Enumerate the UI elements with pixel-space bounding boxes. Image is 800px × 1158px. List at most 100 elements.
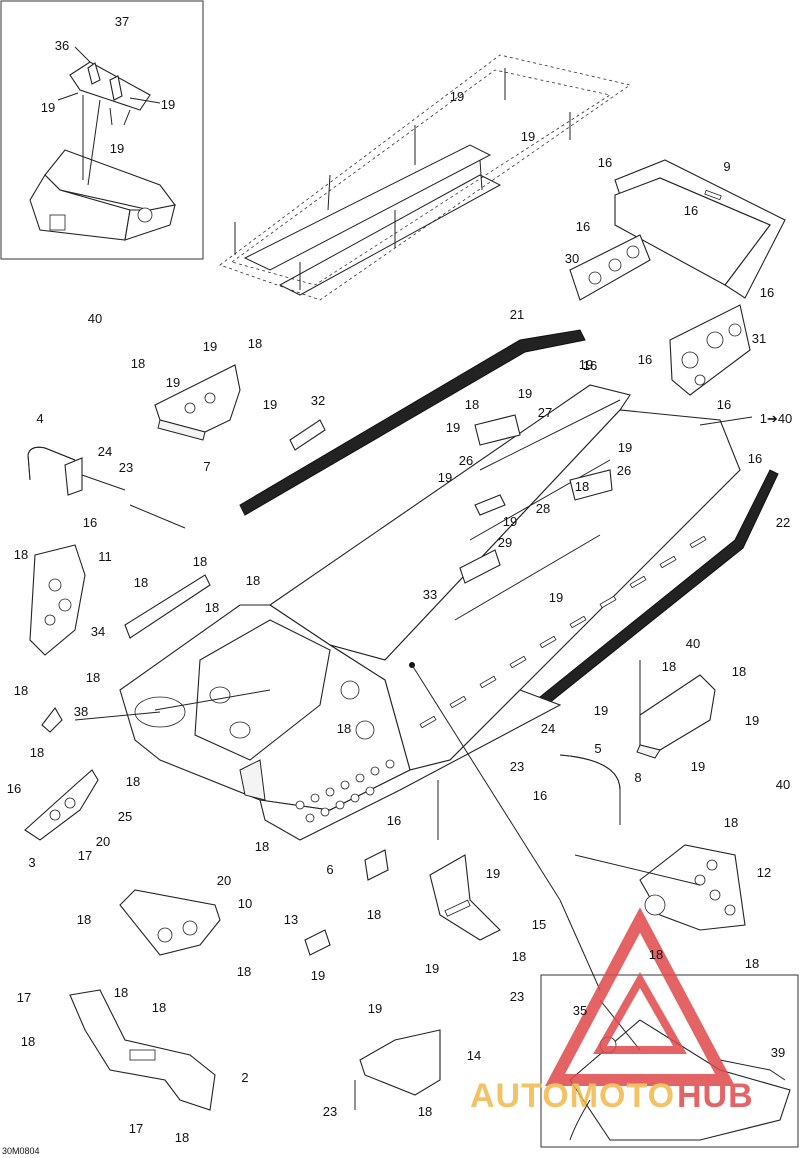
callout-c18l: 18	[86, 670, 100, 685]
callout-c18i: 18	[205, 600, 219, 615]
callout-c18v: 18	[512, 949, 526, 964]
callout-c18bb: 18	[418, 1104, 432, 1119]
callout-c28: 28	[536, 501, 550, 516]
callout-c19n: 19	[503, 514, 517, 529]
callout-c19l: 19	[618, 440, 632, 455]
callout-c16a: 16	[598, 155, 612, 170]
callout-c3: 3	[28, 855, 35, 870]
callout-c31: 31	[752, 331, 766, 346]
callout-c22: 22	[776, 515, 790, 530]
callout-c18n: 18	[337, 721, 351, 736]
callout-c10: 10	[238, 896, 252, 911]
callout-c30: 30	[565, 251, 579, 266]
callout-c19v: 19	[368, 1001, 382, 1016]
callout-c19o: 19	[549, 590, 563, 605]
callout-c19s: 19	[486, 866, 500, 881]
callout-c19k: 19	[446, 420, 460, 435]
callout-c19e: 19	[521, 129, 535, 144]
watermark-text-2: HUB	[677, 1077, 754, 1115]
callout-c18j: 18	[662, 659, 676, 674]
callout-c21: 21	[510, 307, 524, 322]
callout-c26b: 26	[617, 463, 631, 478]
tunnel-cover-outline	[219, 54, 631, 301]
callout-c19h: 19	[579, 357, 593, 372]
callout-c27: 27	[538, 405, 552, 420]
plate-part-12	[639, 844, 746, 931]
callout-c7: 7	[203, 459, 210, 474]
callout-c26a: 26	[459, 453, 473, 468]
callout-c16d: 16	[760, 285, 774, 300]
bracket-part-7	[154, 364, 241, 441]
callout-c4: 4	[36, 411, 43, 426]
callout-c19c: 19	[110, 141, 124, 156]
tunnel-main-body	[119, 384, 741, 841]
callout-c34: 34	[91, 624, 105, 639]
callout-c29: 29	[498, 535, 512, 550]
callout-c18b: 18	[131, 356, 145, 371]
callout-c20a: 20	[96, 834, 110, 849]
callout-c9: 9	[723, 159, 730, 174]
callout-c16c: 16	[684, 203, 698, 218]
bracket-part-38	[41, 707, 63, 733]
callout-c18c: 18	[465, 397, 479, 412]
callout-c24b: 24	[541, 721, 555, 736]
callout-c19g: 19	[166, 375, 180, 390]
callout-c18h: 18	[246, 573, 260, 588]
callout-c23a: 23	[119, 460, 133, 475]
callout-c23b: 23	[510, 759, 524, 774]
callout-c16j: 16	[7, 781, 21, 796]
callout-c16e: 16	[583, 358, 597, 373]
callout-c19a: 19	[41, 100, 55, 115]
callout-c2: 2	[241, 1070, 248, 1085]
tunnel-slots	[419, 535, 707, 729]
callout-c19r: 19	[691, 759, 705, 774]
callout-c16b: 16	[576, 219, 590, 234]
callout-c18q: 18	[724, 815, 738, 830]
callout-c18p: 18	[126, 774, 140, 789]
callout-c8: 8	[634, 770, 641, 785]
callout-c6: 6	[326, 862, 333, 877]
callout-c40c: 40	[776, 777, 790, 792]
bracket-part-2	[69, 989, 216, 1111]
callout-c40b: 40	[686, 636, 700, 651]
callout-c18o: 18	[30, 745, 44, 760]
callout-c25: 25	[118, 809, 132, 824]
callout-c18m: 18	[14, 683, 28, 698]
callout-c16k: 16	[533, 788, 547, 803]
watermark-text-1: AUTOMOTO	[470, 1077, 675, 1115]
callout-c19d: 19	[450, 89, 464, 104]
brackets-part-33-29	[459, 414, 613, 584]
callout-c17c: 17	[129, 1121, 143, 1136]
callout-c16g: 16	[717, 397, 731, 412]
callout-c16f: 16	[638, 352, 652, 367]
callout-c23c: 23	[510, 989, 524, 1004]
callout-c18f: 18	[193, 554, 207, 569]
brackets-part-6-13-15	[304, 849, 501, 956]
callout-c19i: 19	[518, 386, 532, 401]
callout-c18aa: 18	[21, 1034, 35, 1049]
callout-c19q: 19	[745, 713, 759, 728]
callout-c18k: 18	[732, 664, 746, 679]
rail-part-21	[239, 329, 586, 516]
callout-c17a: 17	[78, 848, 92, 863]
footrest-holes	[295, 759, 395, 823]
bracket-part-30	[569, 234, 651, 301]
handle-part-4	[27, 446, 186, 529]
callout-c18a: 18	[248, 336, 262, 351]
callout-c11: 11	[98, 549, 112, 564]
callout-c19j: 19	[263, 397, 277, 412]
callout-c40a: 40	[88, 311, 102, 326]
callout-c17b: 17	[17, 990, 31, 1005]
callout-c19b: 19	[161, 97, 175, 112]
callout-c18t: 18	[77, 912, 91, 927]
bracket-part-8	[636, 674, 716, 759]
callout-c37: 37	[115, 14, 129, 29]
callout-c14: 14	[467, 1048, 481, 1063]
leader-lines	[74, 416, 753, 991]
callout-c33: 33	[423, 587, 437, 602]
callout-c19p: 19	[594, 703, 608, 718]
plate-part-32	[289, 419, 326, 451]
bracket-part-9	[614, 159, 786, 299]
